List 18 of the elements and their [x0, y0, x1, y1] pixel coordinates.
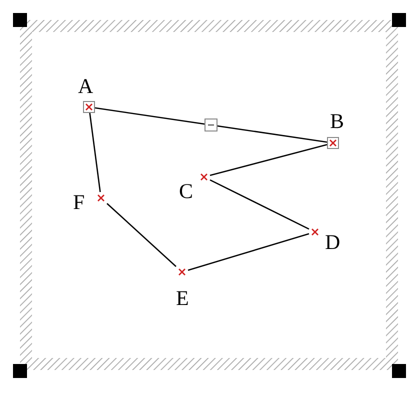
polyline-segment	[210, 144, 328, 176]
polyline-segment	[94, 107, 328, 143]
polyline-segment	[210, 179, 310, 230]
point-label: B	[330, 111, 344, 132]
polyline-segment	[89, 112, 101, 192]
polyline-segment	[106, 203, 176, 267]
vertex-marker	[309, 226, 321, 238]
point-label: E	[176, 288, 189, 309]
point-label: F	[73, 192, 85, 213]
vertex-marker	[198, 171, 210, 183]
point-label: A	[78, 76, 94, 97]
vertex-marker	[176, 266, 188, 278]
point-label: D	[325, 232, 340, 253]
vertex-marker	[95, 192, 107, 204]
vertex-handle	[327, 137, 339, 149]
polyline-segment	[188, 233, 310, 271]
point-label: C	[179, 181, 194, 202]
vertex-handle	[83, 101, 95, 113]
